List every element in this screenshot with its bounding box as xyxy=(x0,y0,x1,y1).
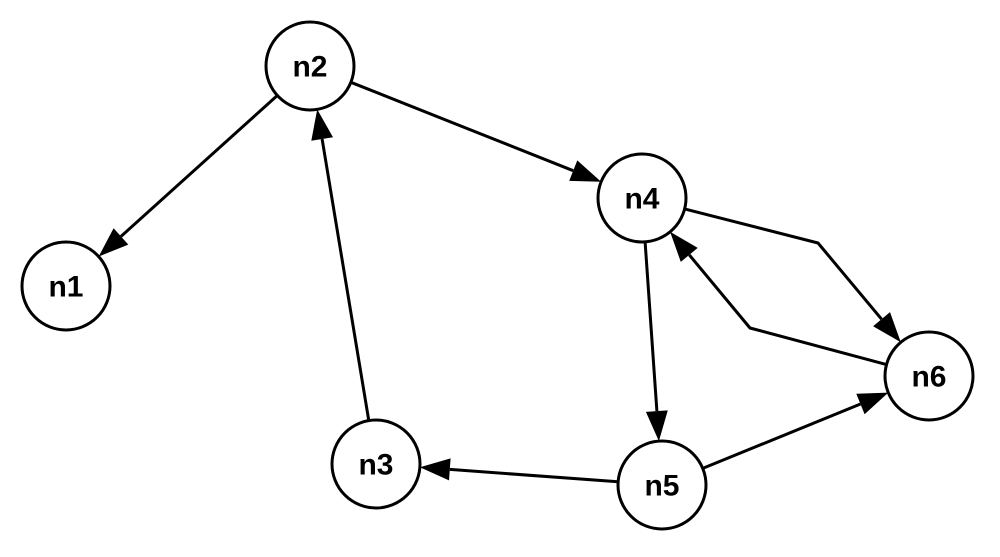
node-n2 xyxy=(264,20,356,112)
edge-n5-n6 xyxy=(702,402,862,470)
node-n1 xyxy=(20,240,112,332)
edge-n2-n4 xyxy=(350,80,574,173)
node-label-n1: n1 xyxy=(48,271,83,304)
edge-n4-n6 xyxy=(684,207,883,321)
edge-n4-n5 xyxy=(643,241,659,412)
arrowhead-n5-n3 xyxy=(419,458,451,481)
node-label-n2: n2 xyxy=(292,51,327,84)
node-n5 xyxy=(616,439,708,531)
edge-n6-n4 xyxy=(688,253,887,367)
node-n4 xyxy=(596,152,688,244)
arrowhead-n2-n4 xyxy=(569,160,602,182)
node-n6 xyxy=(883,330,975,422)
edge-n5-n3 xyxy=(449,467,619,484)
node-n3 xyxy=(330,418,422,510)
arrowhead-n2-n1 xyxy=(98,228,129,257)
arrowhead-n5-n6 xyxy=(856,392,889,415)
edge-n3-n2 xyxy=(320,138,371,421)
edge-n2-n1 xyxy=(119,94,279,238)
node-label-n5: n5 xyxy=(644,470,679,503)
arrowhead-n3-n2 xyxy=(311,109,333,141)
arrowhead-n4-n6 xyxy=(873,312,901,343)
arrowhead-n4-n5 xyxy=(645,410,668,442)
node-label-n3: n3 xyxy=(358,449,393,482)
node-label-n4: n4 xyxy=(624,183,659,216)
arrowhead-n6-n4 xyxy=(670,231,698,262)
node-label-n6: n6 xyxy=(911,361,946,394)
